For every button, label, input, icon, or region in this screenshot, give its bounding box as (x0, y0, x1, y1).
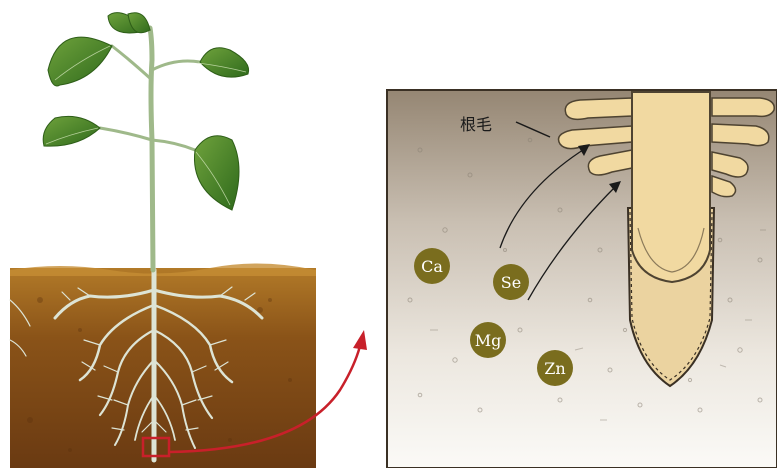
plant-illustration (10, 13, 316, 468)
leaves (43, 13, 248, 210)
nutrient-se-label: Se (501, 273, 521, 292)
root-hair-label: 根毛 (460, 115, 492, 134)
nutrient-zn-label: Zn (544, 359, 565, 378)
nutrient-mg: Mg (470, 322, 506, 358)
nutrient-se: Se (493, 264, 529, 300)
nutrient-ca-label: Ca (421, 257, 443, 276)
stem (100, 28, 200, 270)
nutrient-ca: Ca (414, 248, 450, 284)
root-body (632, 92, 710, 282)
nutrient-zn: Zn (537, 350, 573, 386)
nutrient-mg-label: Mg (475, 331, 502, 350)
zoom-panel: 根毛 Ca Se Mg Zn (387, 90, 777, 468)
